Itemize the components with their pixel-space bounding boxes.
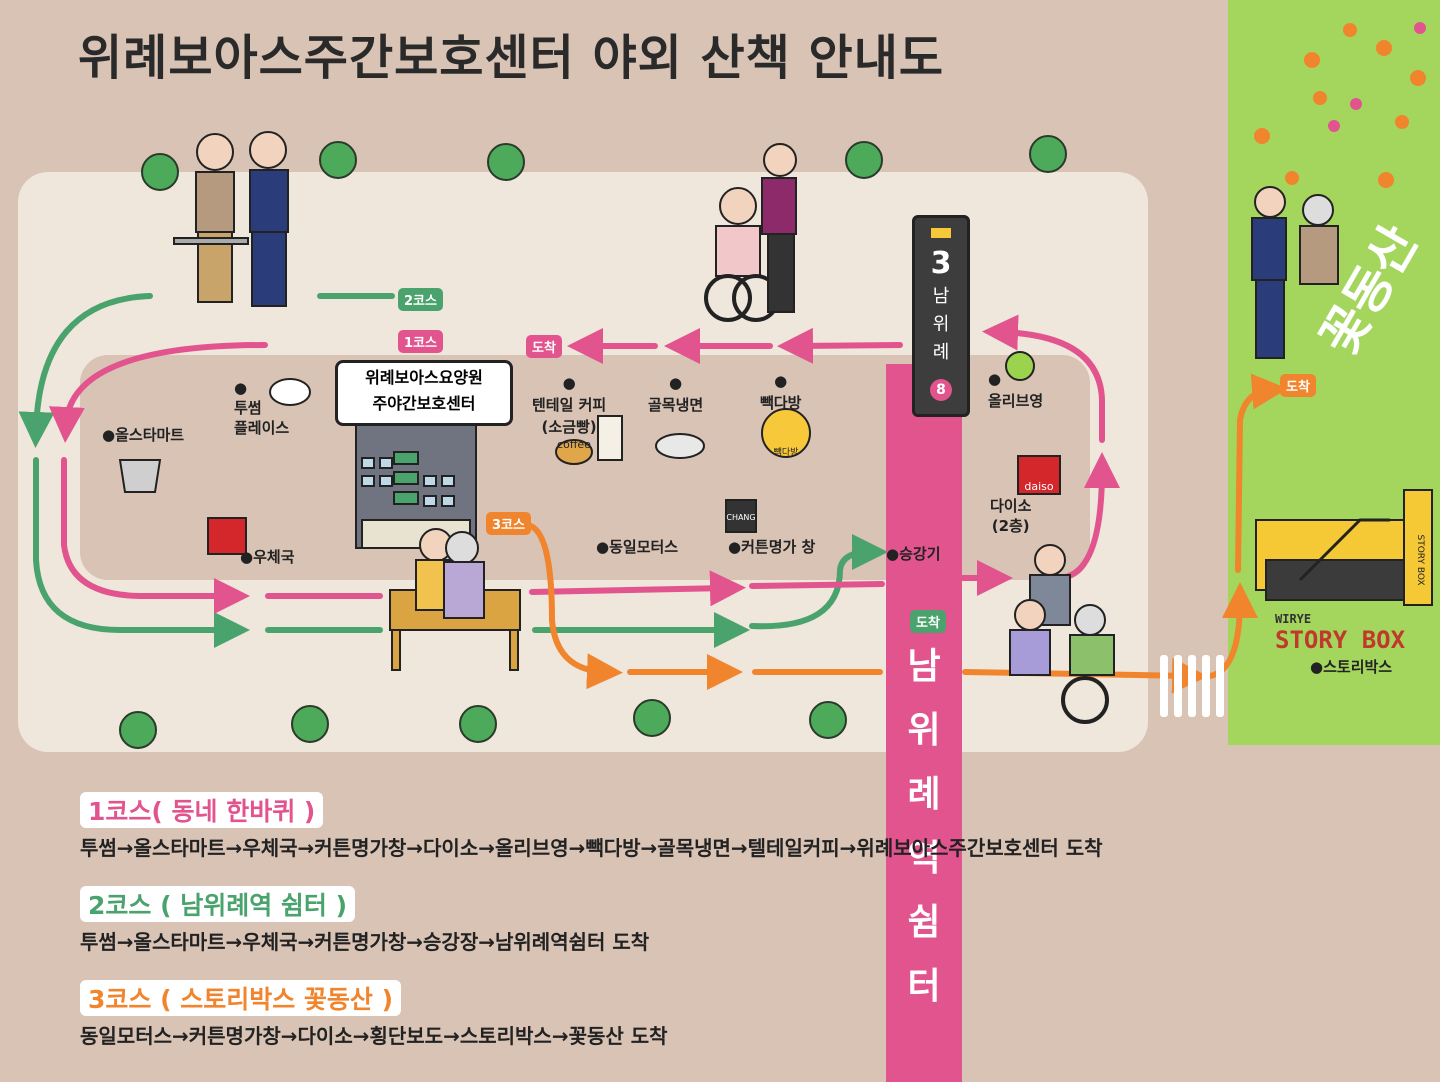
coffee-cup-text: coffee [557,438,591,451]
course1-route [48,314,1120,614]
paik-logo-text: 빽다방 [774,447,799,458]
chang-logo-text: CHANG [726,513,755,522]
course3-tag: 3코스 [486,512,531,535]
center-sign: 위례보아스요양원 주야간보호센터 [335,360,513,426]
post-office-label: ●우체국 [240,548,295,566]
station-sign: 3 남 위 례 8 [912,215,970,417]
golmok-label: ●골목냉면 [648,374,704,414]
arrive-tag-3: 도착 [1280,374,1316,397]
flower-icons [1254,22,1426,188]
place-icons [118,351,1061,555]
map-title: 위례보아스주간보호센터 야외 산책 안내도 [78,30,945,86]
shelter-bar [886,364,962,1082]
allstar-label: ●올스타마트 [102,426,185,444]
legend-course3: 3코스 ( 스토리박스 꽃동산 ) 동일모터스→커튼명가창→다이소→횡단보도→스… [80,980,668,1049]
olive-label: ●올리브영 [988,370,1044,410]
paik-label: ●빽다방 [760,372,802,412]
storybox-label: ●스토리박스 [1310,658,1393,676]
course1-tag: 1코스 [398,330,443,353]
legend-course2: 2코스 ( 남위례역 쉼터 ) 투썸→올스타마트→우체국→커튼명가창→승강장→남… [80,886,649,955]
tree-icons [119,135,1067,749]
daiso-logo-text: daiso [1024,480,1054,493]
arrive-tag-1: 도착 [526,335,562,358]
storybox-vertical-text: STORY BOX [1415,534,1425,585]
storybox-logo: WIRYE STORY BOX [1275,612,1406,654]
people-icons [173,131,1339,724]
elevator-label: ●승강기 [886,545,941,563]
course2-tag: 2코스 [398,288,443,311]
daiso-label: 다이소(2층) [990,497,1032,535]
curtain-label: ●커튼명가 창 [728,538,816,556]
arrive-tag-2: 도착 [910,610,946,633]
center-building-icon [355,404,477,549]
legend-course1: 1코스( 동네 한바퀴 ) 투썸→올스타마트→우체국→커튼명가창→다이소→올리브… [80,792,1103,861]
crosswalk-icon [1160,655,1224,717]
storybox-building-icon [1255,489,1433,606]
course2-route [18,293,948,648]
course3-route [525,373,1288,694]
dongil-label: ●동일모터스 [596,538,679,556]
tentail-coffee-label: ●텐테일 커피(소금빵) [532,374,607,436]
